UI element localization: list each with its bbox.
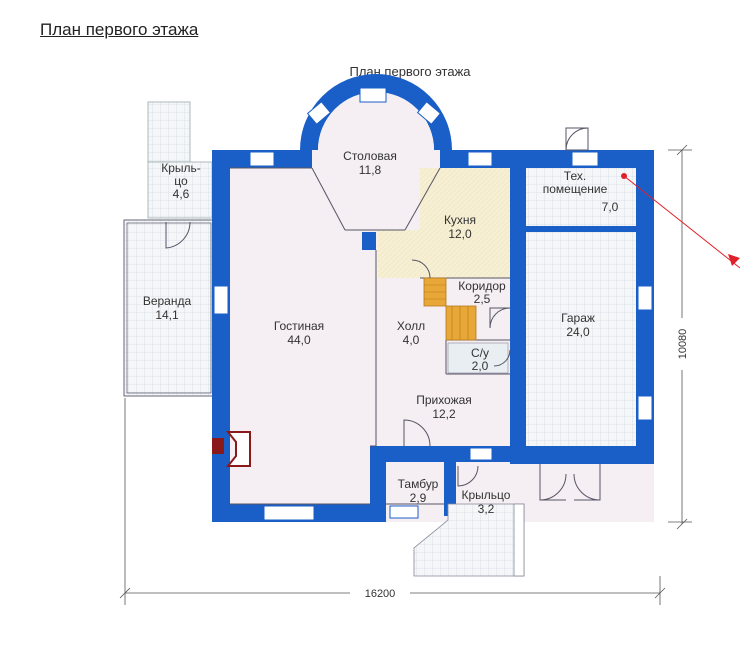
room-name-kukhnya: Кухня	[444, 213, 476, 227]
room-name-holl: Холл	[397, 319, 425, 333]
room-name-tambur: Тамбур	[398, 477, 439, 491]
outer-walls	[212, 150, 654, 522]
windows	[213, 151, 653, 521]
room-name-krylco-bottom: Крыльцо	[462, 488, 511, 502]
room-name-gostinaya: Гостиная	[274, 319, 324, 333]
stairs	[423, 277, 477, 341]
room-name-garazh: Гараж	[561, 311, 595, 325]
room-name-veranda: Веранда	[143, 294, 192, 308]
porch-top	[147, 161, 213, 219]
room-name-tekh: Тех.	[564, 169, 586, 183]
doors	[165, 127, 601, 501]
room-area-krylco-bottom: 3,2	[478, 502, 495, 516]
room-area-veranda: 14,1	[155, 308, 179, 322]
porch-top-stairs	[147, 101, 191, 163]
room-area-krylco-top: 4,6	[173, 187, 190, 201]
room-area-garazh: 24,0	[566, 325, 590, 339]
room-area-su: 2,0	[472, 359, 489, 373]
room-name-koridor: Коридор	[458, 279, 506, 293]
room-area-prikhozhaya: 12,2	[432, 407, 456, 421]
dimension-depth: 10080	[677, 329, 689, 360]
room-area-stolovaya: 11,8	[359, 163, 382, 177]
room-name-su: С/у	[471, 346, 489, 360]
room-name-stolovaya: Столовая	[343, 149, 397, 163]
kitchen-floor	[378, 168, 510, 278]
room-name-krylco-top: Крыль-	[161, 161, 201, 175]
window	[359, 87, 387, 103]
porch-bottom	[413, 503, 525, 577]
room-area-tambur: 2,9	[410, 491, 427, 505]
room-area-koridor: 2,5	[474, 292, 491, 306]
garage-floor	[526, 232, 636, 446]
room-name2-tekh: помещение	[543, 182, 608, 196]
room-area-kukhnya: 12,0	[448, 227, 472, 241]
red-pointer	[621, 173, 740, 269]
dimension-width: 16200	[365, 588, 396, 600]
room-area-holl: 4,0	[403, 333, 420, 347]
tech-floor	[526, 168, 636, 226]
fireplace	[212, 431, 251, 467]
room-area-gostinaya: 44,0	[287, 333, 311, 347]
room-labels: Крыль- цо 4,6 Веранда 14,1 Столовая 11,8…	[143, 149, 619, 516]
room-area-tekh: 7,0	[602, 200, 619, 214]
room-name-prikhozhaya: Прихожая	[416, 393, 472, 407]
bay-wall	[300, 74, 452, 150]
page-heading: План первого этажа	[40, 20, 199, 39]
room-name2-krylco-top: цо	[174, 174, 188, 188]
